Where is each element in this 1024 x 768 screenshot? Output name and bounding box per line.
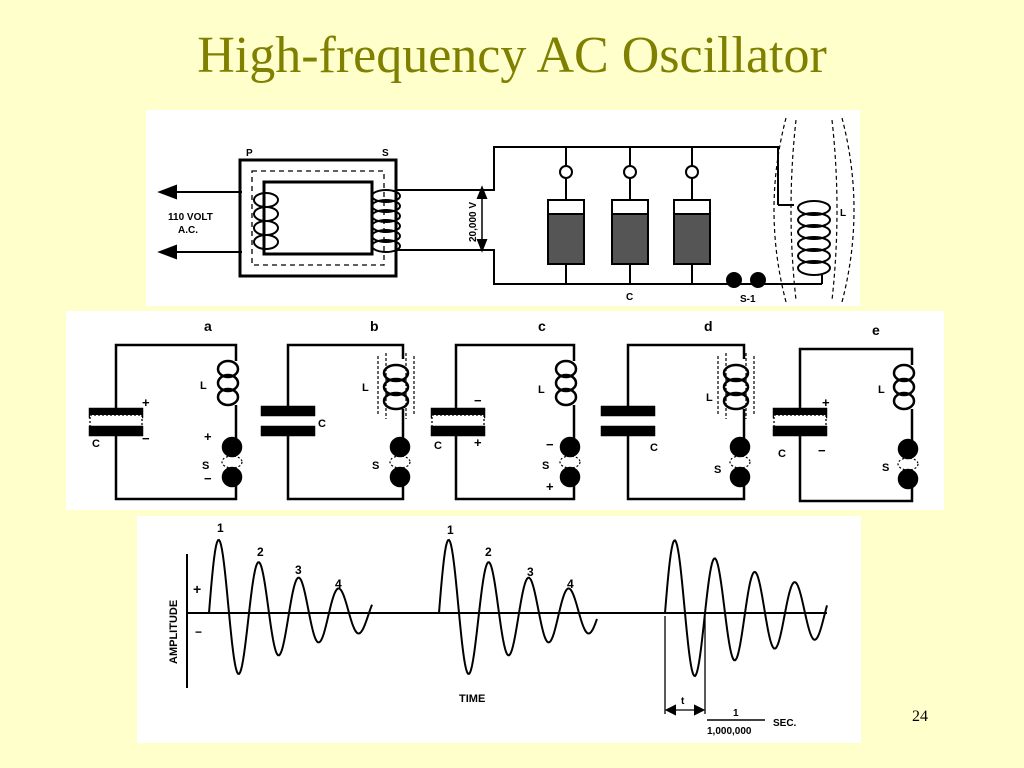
transformer-core-inner	[262, 180, 374, 256]
stage-e-inductor-icon	[892, 363, 916, 441]
stage-a-c-label: C	[92, 438, 100, 450]
magnetic-field-lines	[773, 117, 855, 303]
transformer-core-outer	[238, 158, 398, 278]
bottom-bus-wire	[396, 249, 806, 285]
stage-b-capacitor-top	[260, 405, 316, 417]
train2-peak-2: 2	[485, 545, 492, 559]
stage-b-c-label: C	[318, 418, 326, 430]
stage-a-cap-top-sign: +	[142, 395, 150, 410]
oscillator-coil-icon	[778, 200, 831, 284]
oscillation-stages-diagram: a C L S + − + − b C L S c C L S − + − + …	[66, 311, 944, 510]
transformer-circuit-diagram: P S 110 VOLT A.C. 20,000 V C S-1 L	[146, 110, 860, 306]
stage-d-s-label: S	[714, 464, 721, 476]
damped-waveform-diagram: AMPLITUDE + − TIME 1 2 3 4 1 2 3 4 t 1 1…	[137, 516, 861, 743]
stage-b-l-label: L	[362, 382, 369, 394]
top-bus-wire	[396, 146, 779, 205]
fraction-numerator: 1	[733, 708, 739, 719]
stage-e-cap-bottom-sign: −	[818, 443, 826, 458]
stage-e-title: e	[872, 322, 880, 338]
primary-label: P	[246, 148, 253, 159]
amplitude-label: AMPLITUDE	[168, 600, 180, 664]
stage-c-cap-top-sign: −	[474, 393, 482, 408]
input-ac-label: A.C.	[178, 225, 198, 236]
period-label: t	[681, 696, 685, 707]
stage-c-s-label: S	[542, 460, 549, 472]
train2-peak-3: 3	[527, 565, 534, 579]
stage-e-l-label: L	[878, 384, 885, 396]
secondary-coil-icon	[371, 189, 401, 253]
stage-c-gap-top-sign: −	[546, 437, 554, 452]
primary-coil-icon	[253, 192, 279, 250]
minus-sign-label: −	[195, 625, 202, 639]
stage-b-s-label: S	[372, 460, 379, 472]
slide-title: High-frequency AC Oscillator	[197, 27, 827, 84]
stage-a-cap-bottom-sign: −	[142, 431, 150, 446]
stage-c-cap-bottom-sign: +	[474, 435, 482, 450]
stage-c-l-label: L	[538, 384, 545, 396]
time-label: TIME	[459, 693, 485, 705]
stage-b-capacitor-bottom	[260, 425, 316, 437]
capacitor-bank-label: C	[626, 292, 633, 303]
stage-c-title: c	[538, 318, 546, 334]
train1-peak-4: 4	[335, 577, 342, 591]
stage-e-c-label: C	[778, 448, 786, 460]
train1-peak-2: 2	[257, 545, 264, 559]
capacitor-jar-3	[673, 147, 711, 284]
train1-peak-1: 1	[217, 521, 224, 535]
stage-d-title: d	[704, 318, 713, 334]
stage-a-l-label: L	[200, 380, 207, 392]
spark-gap-ball-right	[750, 272, 766, 288]
waveform-train-2	[438, 538, 598, 676]
train1-peak-3: 3	[295, 563, 302, 577]
input-arrow-top-icon	[157, 184, 177, 200]
train2-peak-1: 1	[447, 523, 454, 537]
stage-b-title: b	[370, 318, 379, 334]
stage-d	[600, 343, 755, 501]
coil-label: L	[840, 208, 846, 219]
transformer-circuit-svg: P S 110 VOLT A.C. 20,000 V C S-1 L	[157, 117, 855, 305]
stage-b-inductor-icon	[382, 363, 410, 439]
stage-d-l-label: L	[706, 392, 713, 404]
stage-d-inductor-icon	[722, 363, 750, 439]
spark-gap-ball-left	[726, 272, 742, 288]
voltage-label: 20,000 V	[468, 202, 479, 242]
stage-e-s-label: S	[882, 462, 889, 474]
input-arrow-bottom-icon	[157, 244, 177, 260]
fraction-denominator: 1,000,000	[707, 726, 752, 737]
fraction-unit: SEC.	[773, 718, 797, 729]
spark-gap-label: S-1	[740, 294, 756, 305]
flux-path	[251, 170, 385, 266]
waveform-train-3	[664, 539, 828, 678]
stage-c-c-label: C	[434, 440, 442, 452]
capacitor-jar-2	[611, 147, 649, 284]
capacitor-bank	[547, 147, 711, 284]
stage-a	[88, 343, 243, 501]
stage-a-s-label: S	[202, 460, 209, 472]
stage-e-cap-top-sign: +	[822, 395, 830, 410]
stage-a-capacitor-bottom	[88, 425, 144, 437]
secondary-label: S	[382, 148, 389, 159]
capacitor-jar-1	[547, 147, 585, 284]
waveform-train-1	[208, 538, 373, 676]
slide-number: 24	[912, 708, 928, 725]
stage-d-c-label: C	[650, 442, 658, 454]
stage-a-inductor-icon	[216, 359, 240, 439]
stage-a-title: a	[204, 318, 212, 334]
oscillation-stages-svg: a C L S + − + − b C L S c C L S − + − + …	[88, 318, 919, 503]
stage-e	[772, 347, 919, 503]
stage-c	[430, 343, 581, 501]
plus-sign-label: +	[193, 581, 201, 597]
stage-c-inductor-icon	[554, 359, 578, 439]
stage-c-gap-bottom-sign: +	[546, 479, 554, 494]
stage-b	[260, 343, 415, 501]
damped-waveform-svg: AMPLITUDE + − TIME 1 2 3 4 1 2 3 4 t 1 1…	[168, 521, 828, 737]
train2-peak-4: 4	[567, 577, 574, 591]
stage-a-gap-top-sign: +	[204, 429, 212, 444]
input-voltage-label: 110 VOLT	[168, 212, 213, 223]
stage-a-gap-bottom-sign: −	[204, 471, 212, 486]
